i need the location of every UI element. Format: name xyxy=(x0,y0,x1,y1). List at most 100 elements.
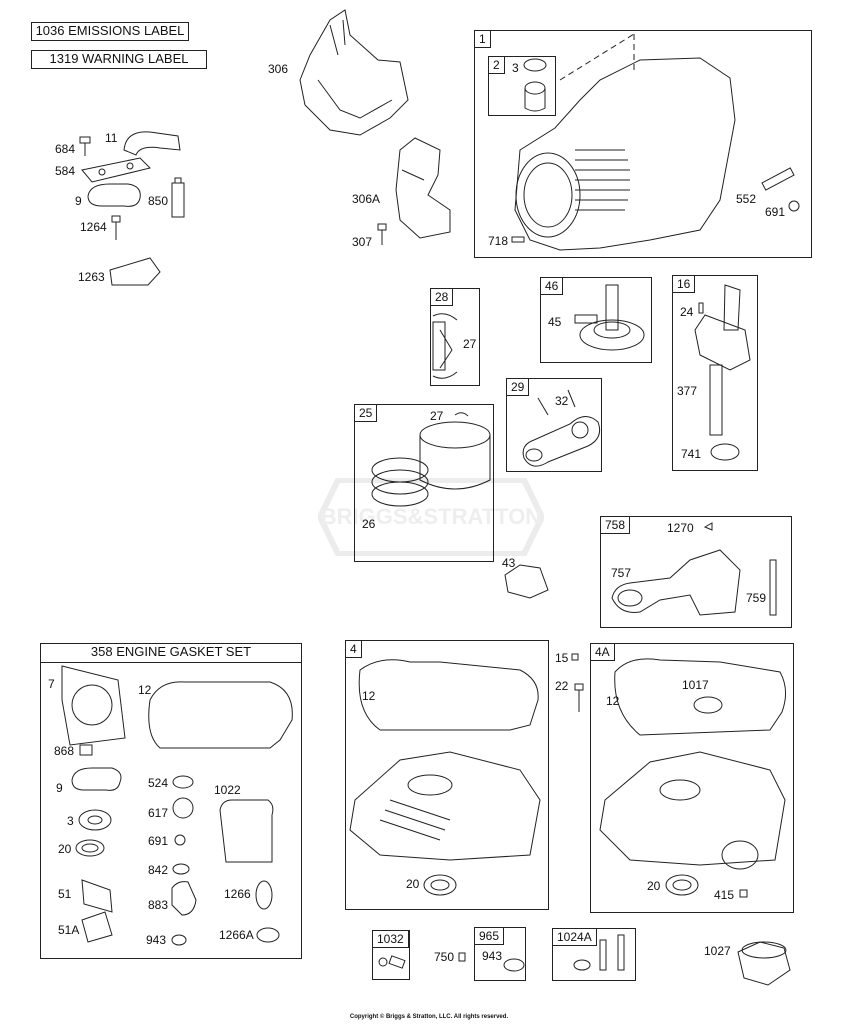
oring-842 xyxy=(172,863,190,875)
plug-1032 xyxy=(378,955,406,969)
bolt-22 xyxy=(574,683,584,712)
group-box-16: 16 xyxy=(672,275,758,471)
oil-filter-1027 xyxy=(737,941,791,986)
callout-43: 43 xyxy=(502,556,516,570)
callout-842: 842 xyxy=(148,863,169,877)
callout-691a: 691 xyxy=(765,205,786,219)
seal-691 xyxy=(788,200,800,212)
piston-25 xyxy=(371,421,491,507)
plug-415 xyxy=(739,889,748,898)
callout-22: 22 xyxy=(555,679,569,693)
callout-3b: 3 xyxy=(67,814,74,828)
piston-pin-28 xyxy=(432,313,458,379)
callout-27b: 27 xyxy=(430,409,444,423)
seal-691b xyxy=(174,834,186,846)
callout-750: 750 xyxy=(434,950,455,964)
callout-1263: 1263 xyxy=(78,270,105,284)
callout-45: 45 xyxy=(548,315,562,329)
breather-cover-584 xyxy=(81,157,151,183)
bolt-684 xyxy=(79,136,91,156)
callout-9a: 9 xyxy=(75,194,82,208)
pin-718 xyxy=(511,236,525,243)
breather-tube-11 xyxy=(123,131,181,156)
gasket-883 xyxy=(171,881,197,916)
callout-377: 377 xyxy=(677,384,698,398)
callout-307: 307 xyxy=(352,235,373,249)
governor-43 xyxy=(504,564,549,599)
gasket-1022 xyxy=(219,799,274,863)
gasket-51 xyxy=(81,879,113,913)
callout-718: 718 xyxy=(488,234,509,248)
callout-12b: 12 xyxy=(362,689,376,703)
group-box-28: 28 xyxy=(430,288,480,386)
oring-943a xyxy=(171,934,187,946)
screw-307 xyxy=(377,223,387,245)
brand-watermark: BRIGGS&STRATTON xyxy=(318,478,544,556)
callout-12c: 12 xyxy=(606,694,620,708)
callout-617: 617 xyxy=(148,806,169,820)
plug-750 xyxy=(458,952,466,962)
camshaft-46 xyxy=(574,284,645,351)
callout-24: 24 xyxy=(680,305,694,319)
group-box-758: 758 xyxy=(600,516,792,628)
callout-943a: 943 xyxy=(146,933,167,947)
callout-415: 415 xyxy=(714,888,735,902)
group-box-1: 1 xyxy=(474,30,812,258)
callout-32: 32 xyxy=(555,394,569,408)
emissions-label-header: 1036 EMISSIONS LABEL xyxy=(31,22,189,41)
group-box-965: 965 xyxy=(474,927,526,981)
seal-3b xyxy=(78,809,112,831)
group-box-4a: 4A xyxy=(590,643,794,913)
group-box-1024a: 1024A xyxy=(552,928,636,981)
seal-20a xyxy=(75,839,105,857)
callout-1027: 1027 xyxy=(704,944,731,958)
callout-20b: 20 xyxy=(406,877,420,891)
callout-1266: 1266 xyxy=(224,887,251,901)
callout-552: 552 xyxy=(736,192,757,206)
bolt-32 xyxy=(537,389,576,416)
sump-4a xyxy=(599,658,786,896)
callout-7: 7 xyxy=(48,677,55,691)
callout-306: 306 xyxy=(268,62,289,76)
bushing-3 xyxy=(523,58,547,112)
callout-524: 524 xyxy=(148,776,169,790)
head-gasket-7 xyxy=(61,665,126,746)
air-guide-306a xyxy=(395,137,451,239)
oring-1266a xyxy=(256,927,280,943)
group-box-29: 29 xyxy=(506,378,602,472)
group-box-46: 46 xyxy=(540,277,652,363)
warning-label-header: 1319 WARNING LABEL xyxy=(31,50,207,69)
oring-617 xyxy=(172,797,194,819)
sump-gasket-12a xyxy=(148,681,293,749)
plate-1263 xyxy=(109,257,161,286)
crankcase-1 xyxy=(514,33,736,251)
callout-20a: 20 xyxy=(58,842,72,856)
callout-1017: 1017 xyxy=(682,678,709,692)
group-box-1032: 1032 xyxy=(372,930,410,980)
crankshaft-16 xyxy=(694,284,751,461)
group-box-4: 4 xyxy=(345,640,549,910)
callout-868: 868 xyxy=(54,744,75,758)
callout-883: 883 xyxy=(148,898,169,912)
callout-3a: 3 xyxy=(512,61,519,75)
copyright-footer: Copyright © Briggs & Stratton, LLC. All … xyxy=(349,1014,509,1020)
group-box-25: 25 xyxy=(354,404,494,562)
callout-20c: 20 xyxy=(647,879,661,893)
callout-759: 759 xyxy=(746,591,767,605)
pin-552 xyxy=(761,167,795,191)
svg-text:BRIGGS&STRATTON: BRIGGS&STRATTON xyxy=(321,504,541,529)
callout-306a: 306A xyxy=(352,192,381,206)
gasket-9b xyxy=(71,767,122,791)
callout-51a: 51A xyxy=(58,923,80,937)
callout-584: 584 xyxy=(55,164,76,178)
callout-684: 684 xyxy=(55,142,76,156)
group-box-2: 2 xyxy=(488,56,556,116)
gasket-set-box: 358 ENGINE GASKET SET xyxy=(40,643,302,959)
callout-691b: 691 xyxy=(148,834,169,848)
gasket-set-title: 358 ENGINE GASKET SET xyxy=(40,643,302,663)
callout-1266a: 1266A xyxy=(219,928,254,942)
callout-741: 741 xyxy=(681,447,702,461)
callout-757: 757 xyxy=(611,566,632,580)
sump-4 xyxy=(349,659,541,896)
